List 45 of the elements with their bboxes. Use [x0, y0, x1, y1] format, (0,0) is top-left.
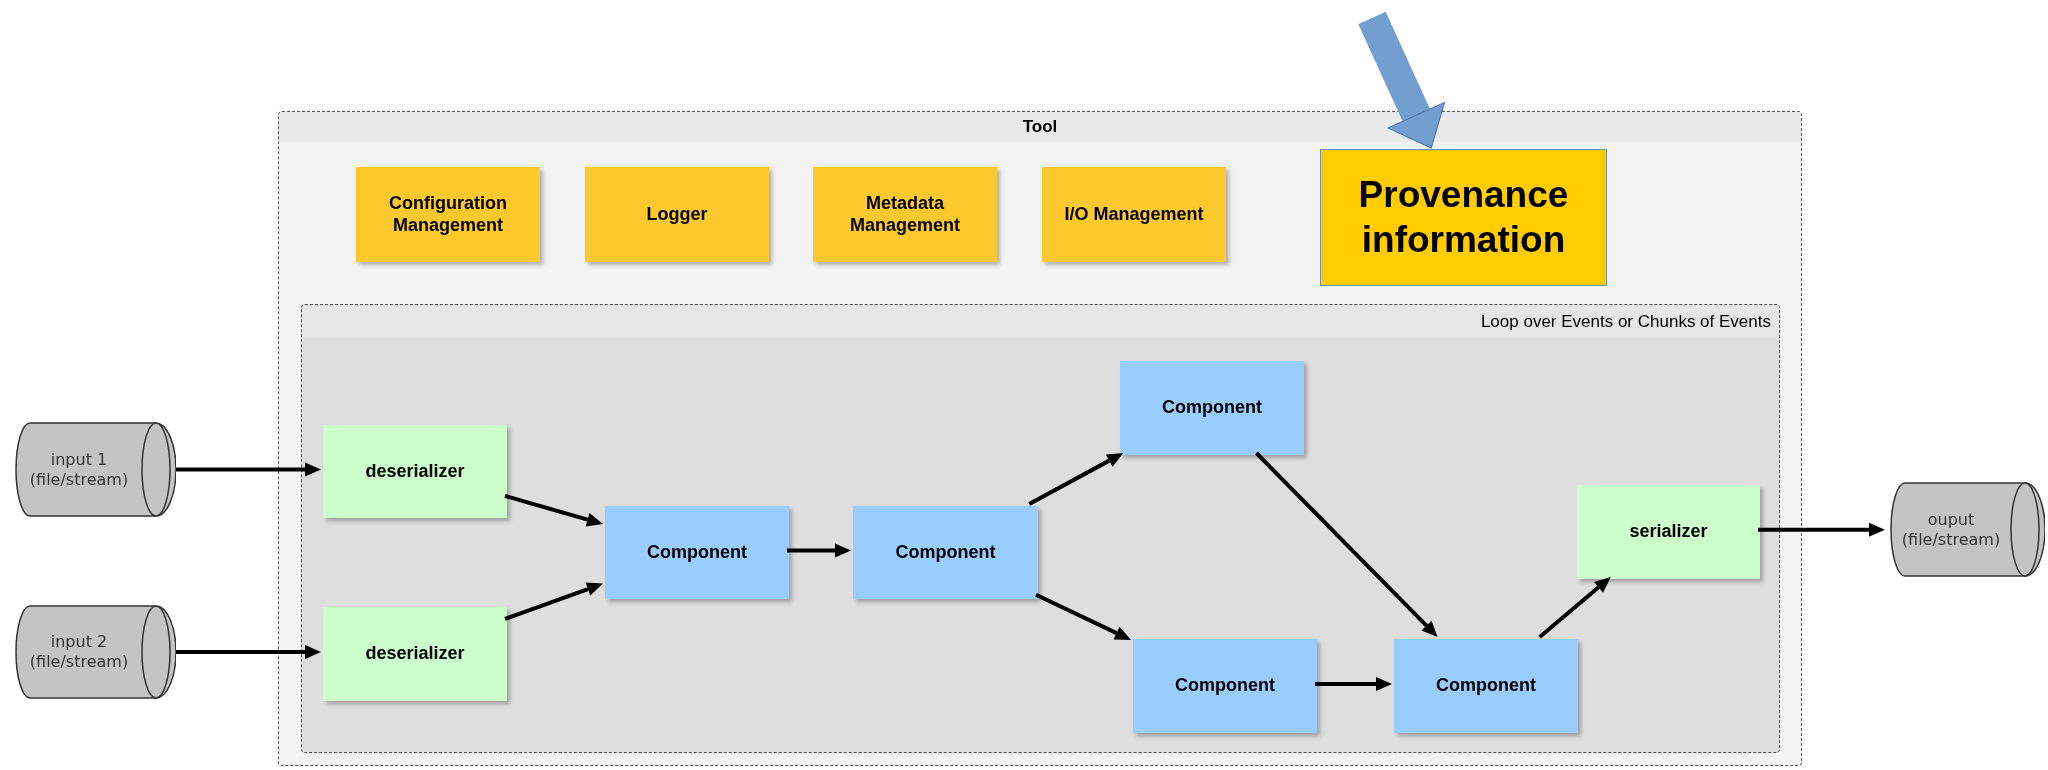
box-label: Component: [1162, 397, 1262, 419]
box-label: serializer: [1629, 521, 1708, 543]
arrow: [176, 645, 321, 659]
arrow: [504, 494, 603, 527]
highlight-box: [1320, 149, 1607, 286]
arrow: [504, 582, 603, 621]
arrow: [1254, 451, 1438, 637]
io-box: [1577, 485, 1760, 579]
box-label: deserializer: [365, 643, 465, 665]
module-box: [813, 167, 997, 262]
storage-label: ouput (file/stream): [1900, 509, 2002, 550]
io-box: [323, 607, 507, 701]
box-label: Component: [895, 541, 996, 564]
arrow: [1028, 453, 1124, 506]
block-arrow: [1358, 11, 1446, 149]
arrow: [1758, 522, 1885, 537]
box-label: Component: [1436, 675, 1536, 697]
box-label: deserializer: [365, 460, 465, 483]
storage-label: input 2 (file/stream): [28, 632, 130, 672]
box-label: Provenance information: [1357, 173, 1570, 262]
arrow: [1315, 677, 1392, 691]
component-box: [853, 506, 1038, 599]
arrow: [1035, 592, 1131, 641]
container-title: Loop over Events or Chunks of Events: [302, 305, 1779, 338]
component-box: [605, 506, 789, 599]
component-box: [1133, 639, 1317, 733]
box-label: Component: [647, 541, 747, 564]
arrow: [1538, 577, 1611, 639]
box-label: Logger: [645, 203, 709, 226]
component-box: [1120, 361, 1304, 455]
arrow: [787, 543, 851, 558]
module-box: [1042, 167, 1226, 262]
box-label: I/O Management: [1063, 203, 1205, 226]
tool-container: [278, 111, 1802, 766]
io-box: [323, 425, 507, 518]
module-box: [585, 167, 769, 262]
loop-container: [301, 304, 1780, 753]
component-box: [1394, 639, 1578, 733]
box-label: Metadata Management: [849, 192, 961, 237]
arrow: [176, 462, 321, 477]
container-title: Tool: [279, 112, 1801, 142]
module-box: [356, 167, 540, 262]
storage-label: input 1 (file/stream): [28, 449, 130, 490]
box-label: Component: [1175, 675, 1275, 697]
box-label: Configuration Management: [388, 192, 508, 237]
